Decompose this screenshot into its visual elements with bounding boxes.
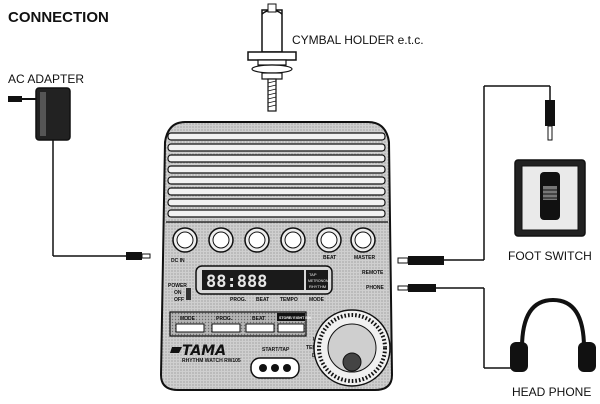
beat-button[interactable] [245,323,275,333]
tempo-dial[interactable] [313,309,391,387]
foot-switch [514,159,586,237]
button-label-prog: PROG. [216,316,233,322]
jack-label-phone: PHONE [366,285,384,291]
start-tap-pad[interactable] [250,357,300,379]
ac-adapter-label: AC ADAPTER [8,72,84,86]
button-label-beat: BEAT [252,316,265,322]
foot-switch-cable [397,85,555,265]
knob-label-master: MASTER [354,255,376,261]
head-phone-label: HEAD PHONE [512,385,591,399]
power-switch[interactable] [186,288,191,300]
display-label-prog: PROG. [230,297,247,303]
power-on-label: ON [174,290,182,296]
knob-beat[interactable] [316,227,342,253]
button-label-mode: MODE [180,316,196,322]
display-label-tempo: TEMPO [280,297,298,303]
store-button[interactable] [277,323,305,333]
display-label-beat: BEAT [256,297,269,303]
lcd-display [195,265,333,295]
prog-button[interactable] [211,323,241,333]
speaker-grille [167,132,386,218]
knob-label-beat: BEAT [323,255,336,261]
tama-logo: TAMA [170,343,226,359]
knob[interactable] [172,227,198,253]
knob[interactable] [208,227,234,253]
indicator-rhythm: RHYTHM [309,284,326,289]
ac-adapter [8,87,151,260]
knob-master[interactable] [350,227,376,253]
model-label: RHYTHM WATCH RW105 [182,358,241,364]
button-label-store: STORE/ EIGHT SIX [279,316,312,320]
indicator-tap: TAP [309,272,317,277]
volume-knobs [172,227,376,253]
page-title: CONNECTION [8,9,109,26]
indicator-metronome: METRONOME [308,279,332,283]
lcd-readout: 88:888 [206,272,267,292]
start-tap-label: START/TAP [262,347,290,353]
power-off-label: OFF [174,297,184,303]
knob[interactable] [280,227,306,253]
foot-switch-label: FOOT SWITCH [508,249,592,263]
headphone [510,297,596,372]
jack-label-remote: REMOTE [362,270,384,276]
jack-label-dc-in: DC IN [171,258,185,264]
svg-text:TAMA: TAMA [182,343,226,359]
headphone-cable [397,284,512,369]
knob[interactable] [244,227,270,253]
mode-button[interactable] [175,323,205,333]
display-label-mode: MODE [309,297,325,303]
cymbal-holder-label: CYMBAL HOLDER e.t.c. [292,33,424,47]
cymbal-holder [247,3,297,112]
power-label: POWER [168,283,187,289]
